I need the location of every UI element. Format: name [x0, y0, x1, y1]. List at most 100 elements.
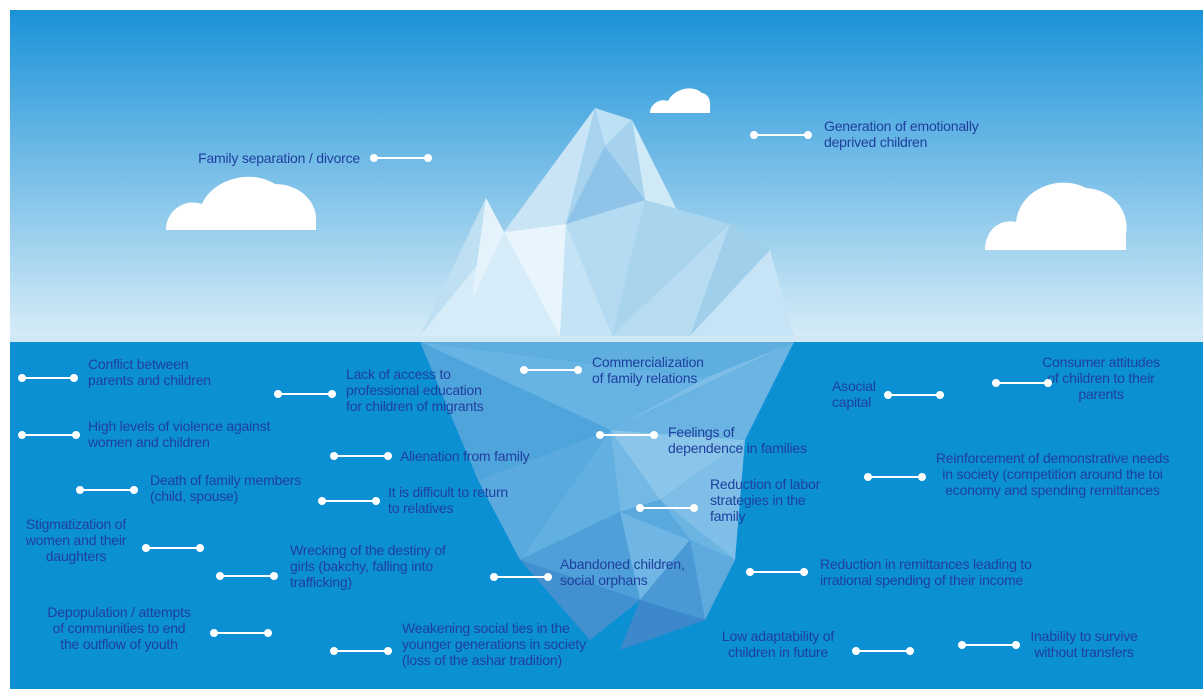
iceberg-tip — [420, 108, 794, 336]
label-line: Lack of access to — [346, 366, 451, 382]
label-line: Asocial — [832, 378, 876, 394]
label-line: deprived children — [824, 134, 928, 150]
label-line: girls (bakchy, falling into — [290, 558, 433, 574]
label-line: family — [710, 508, 746, 524]
label-reinforcement: Reinforcement of demonstrative needs in … — [930, 450, 1175, 498]
connector-marker — [18, 430, 80, 440]
label-difficult-return: It is difficult to return to relatives — [388, 484, 508, 516]
label-depopulation: Depopulation / attempts of communities t… — [32, 604, 206, 652]
label-asocial-capital: Asocial capital — [832, 378, 876, 410]
label-line: of communities to end — [52, 620, 186, 636]
connector-marker — [142, 543, 204, 553]
connector-marker — [318, 496, 380, 506]
label-violence: High levels of violence against women an… — [88, 418, 270, 450]
connector-marker — [274, 389, 336, 399]
connector-marker — [216, 571, 278, 581]
label-line: Generation of emotionally — [824, 118, 979, 134]
label-labor-strategies: Reduction of labor strategies in the fam… — [710, 476, 820, 524]
connector-marker — [746, 567, 808, 577]
cloud-icon — [985, 182, 1127, 250]
label-line: social orphans — [560, 572, 648, 588]
label-weakening: Weakening social ties in the younger gen… — [402, 620, 586, 668]
label-line: Conflict between — [88, 356, 189, 372]
connector-marker — [490, 572, 552, 582]
connector-marker — [76, 485, 138, 495]
label-death: Death of family members (child, spouse) — [150, 472, 301, 504]
label-feelings-dependence: Feelings of dependence in families — [668, 424, 807, 456]
label-line: parents and children — [88, 372, 211, 388]
label-family-separation: Family separation / divorce — [150, 150, 360, 166]
label-alienation: Alienation from family — [400, 448, 530, 464]
connector-marker — [520, 365, 582, 375]
connector-marker — [636, 503, 698, 513]
label-line: (child, spouse) — [150, 488, 239, 504]
cloud-icon — [166, 176, 316, 230]
label-line: for children of migrants — [346, 398, 484, 414]
label-remittances: Reduction in remittances leading to irra… — [820, 556, 1032, 588]
connector-marker — [596, 430, 658, 440]
label-low-adaptability: Low adaptability of children in future — [708, 628, 848, 660]
iceberg-underwater — [420, 342, 794, 650]
label-line: of children to their — [1047, 370, 1155, 386]
label-line: parents — [1078, 386, 1124, 402]
connector-marker — [330, 451, 392, 461]
label-abandoned: Abandoned children, social orphans — [560, 556, 685, 588]
label-line: without transfers — [1034, 644, 1134, 660]
connector-marker — [864, 472, 926, 482]
label-emotionally-deprived: Generation of emotionally deprived child… — [824, 118, 979, 150]
label-line: Consumer attitudes — [1042, 354, 1160, 370]
label-line: capital — [832, 394, 872, 410]
connector-marker — [370, 153, 432, 163]
label-line: (loss of the ashar tradition) — [402, 652, 562, 668]
label-line: the outflow of youth — [60, 636, 178, 652]
label-line: Reduction of labor — [710, 476, 821, 492]
label-line: strategies in the — [710, 492, 806, 508]
label-line: Family separation / divorce — [198, 150, 360, 166]
label-line: women and their — [25, 532, 127, 548]
label-line: younger generations in society — [402, 636, 586, 652]
connector-marker — [992, 378, 1052, 388]
connector-marker — [330, 646, 392, 656]
label-commercialization: Commercialization of family relations — [592, 354, 704, 386]
label-line: economy and spending remittances — [945, 482, 1160, 498]
label-line: children in future — [728, 644, 828, 660]
label-line: irrational spending of their income — [820, 572, 1024, 588]
label-line: dependence in families — [668, 440, 807, 456]
label-line: Alienation from family — [400, 448, 530, 464]
label-line: Abandoned children, — [560, 556, 685, 572]
label-wrecking: Wrecking of the destiny of girls (bakchy… — [290, 542, 446, 590]
label-conflict: Conflict between parents and children — [88, 356, 211, 388]
label-line: It is difficult to return — [388, 484, 509, 500]
connector-marker — [210, 628, 272, 638]
label-line: Reinforcement of demonstrative needs — [935, 450, 1170, 466]
label-line: women and children — [88, 434, 210, 450]
label-line: Death of family members — [150, 472, 302, 488]
label-line: daughters — [45, 548, 107, 564]
label-line: Reduction in remittances leading to — [820, 556, 1032, 572]
connector-marker — [884, 390, 944, 400]
label-lack-of-access: Lack of access to professional education… — [346, 366, 484, 414]
label-line: Inability to survive — [1030, 628, 1138, 644]
label-line: Stigmatization of — [25, 516, 127, 532]
connector-marker — [958, 640, 1020, 650]
label-line: Depopulation / attempts — [47, 604, 191, 620]
label-line: of family relations — [592, 370, 698, 386]
label-stigmatization: Stigmatization of women and their daught… — [12, 516, 140, 564]
label-line: to relatives — [388, 500, 454, 516]
label-line: Feelings of — [668, 424, 735, 440]
waterline — [10, 336, 1203, 342]
label-line: Low adaptability of — [721, 628, 835, 644]
label-line: trafficking) — [290, 574, 352, 590]
connector-marker — [18, 373, 78, 383]
label-inability: Inability to survive without transfers — [1020, 628, 1148, 660]
label-consumer-attitudes: Consumer attitudes of children to their … — [1032, 354, 1170, 402]
label-line: High levels of violence against — [88, 418, 271, 434]
cloud-icon — [650, 88, 711, 113]
label-line: Weakening social ties in the — [402, 620, 570, 636]
label-line: Wrecking of the destiny of — [290, 542, 446, 558]
connector-marker — [852, 646, 914, 656]
label-line: Commercialization — [592, 354, 704, 370]
label-line: in society (competition around the toi — [942, 466, 1163, 482]
label-line: professional education — [346, 382, 482, 398]
